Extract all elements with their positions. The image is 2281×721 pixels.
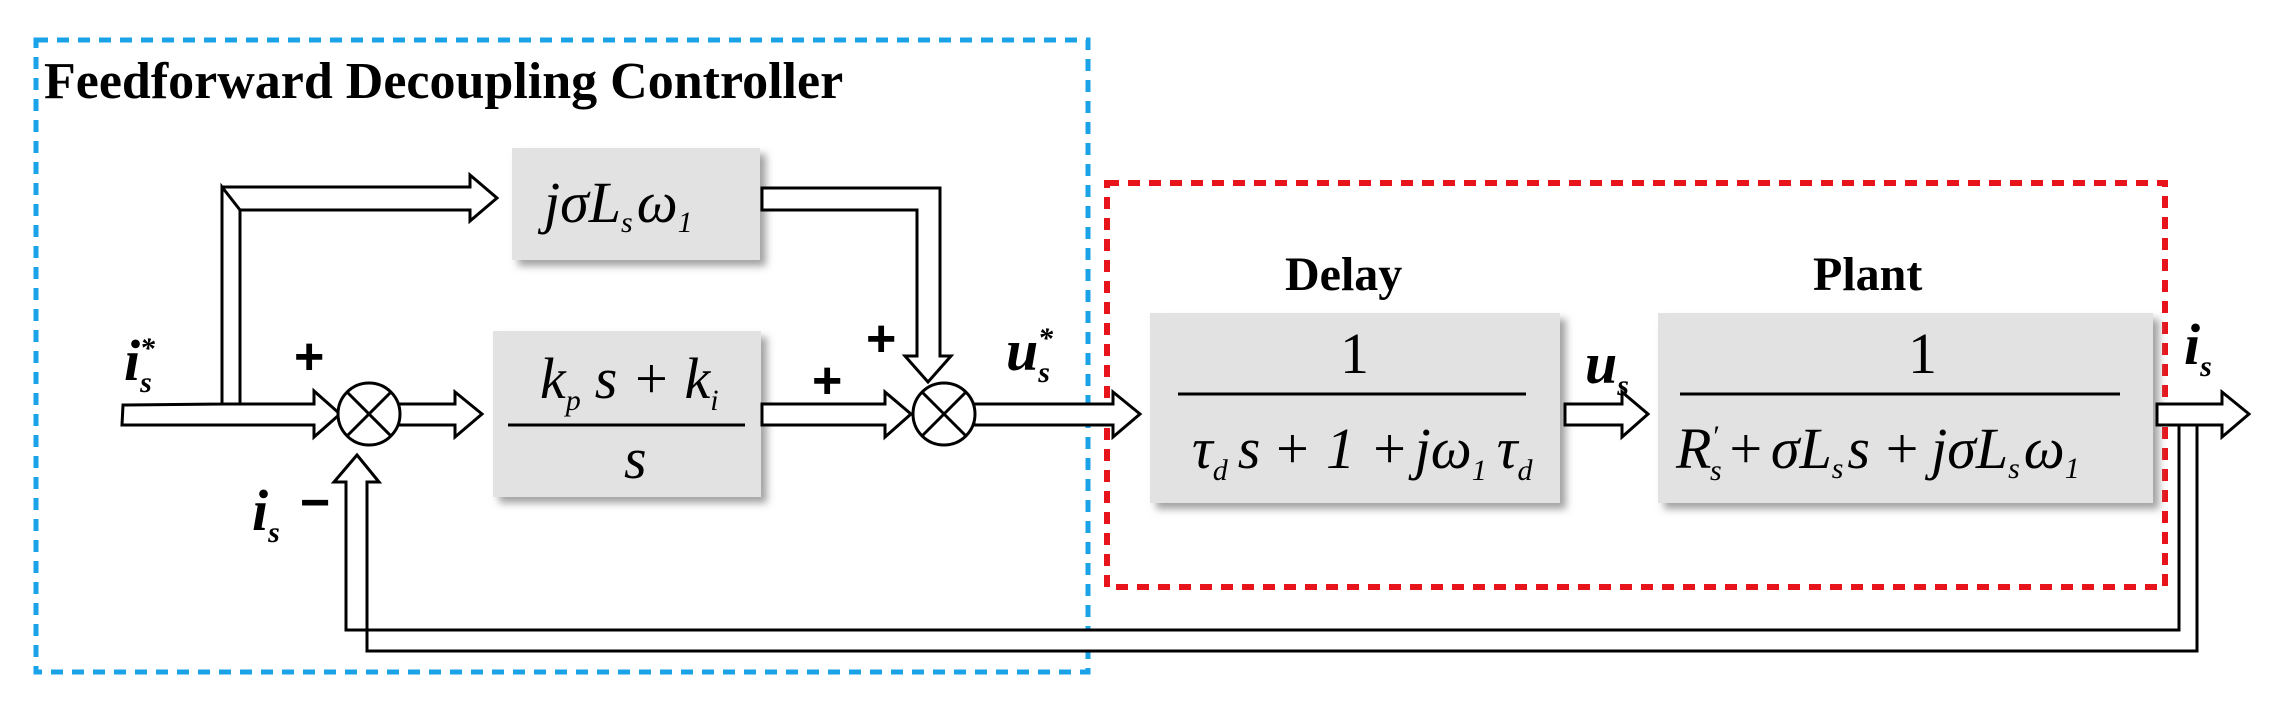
controller-title: Feedforward Decoupling Controller (44, 53, 843, 110)
sum2-to-delay-arrow (972, 388, 1143, 441)
sum1-minus-sign: − (300, 474, 330, 532)
sum2-plus-left-sign: + (812, 352, 842, 410)
input-reference-label: is* (124, 328, 156, 399)
feedback-signal-label: is (252, 478, 280, 549)
controller-region (33, 37, 1091, 675)
plant-label: Plant (1813, 248, 1922, 301)
delay-to-plant-arrow (1563, 388, 1651, 441)
plant-region (1104, 180, 2168, 590)
feedback-path (330, 423, 2199, 653)
input-arrow (120, 171, 500, 441)
signal-paths (120, 171, 2252, 653)
delay-numerator: 1 (1340, 321, 1369, 386)
pi-denominator: s (624, 426, 647, 491)
sum1-plus-sign: + (294, 328, 324, 386)
output-arrow (2155, 388, 2252, 441)
delay-block (1150, 313, 1560, 503)
branch-decoupling (220, 182, 242, 406)
summing-junction-2 (911, 381, 977, 447)
delay-label: Delay (1285, 248, 1402, 301)
summing-junction-1 (336, 381, 402, 447)
plant-numerator: 1 (1908, 321, 1937, 386)
decoupling-output-arrow (760, 186, 955, 385)
plant-block (1658, 313, 2153, 503)
decoupling-formula: jσLsω1 (537, 170, 693, 239)
voltage-reference-label: us* (1006, 318, 1054, 389)
sum1-to-pi-arrow (396, 388, 485, 441)
sum2-plus-top-sign: + (866, 310, 896, 368)
pi-to-sum2-arrow (760, 388, 914, 441)
pi-block (493, 331, 761, 497)
decoupling-block (512, 148, 760, 260)
voltage-signal-label: us (1585, 331, 1629, 402)
output-current-label: is (2184, 312, 2212, 383)
plant-denominator: R′s+σLss+jσLsω1 (1675, 416, 2080, 487)
